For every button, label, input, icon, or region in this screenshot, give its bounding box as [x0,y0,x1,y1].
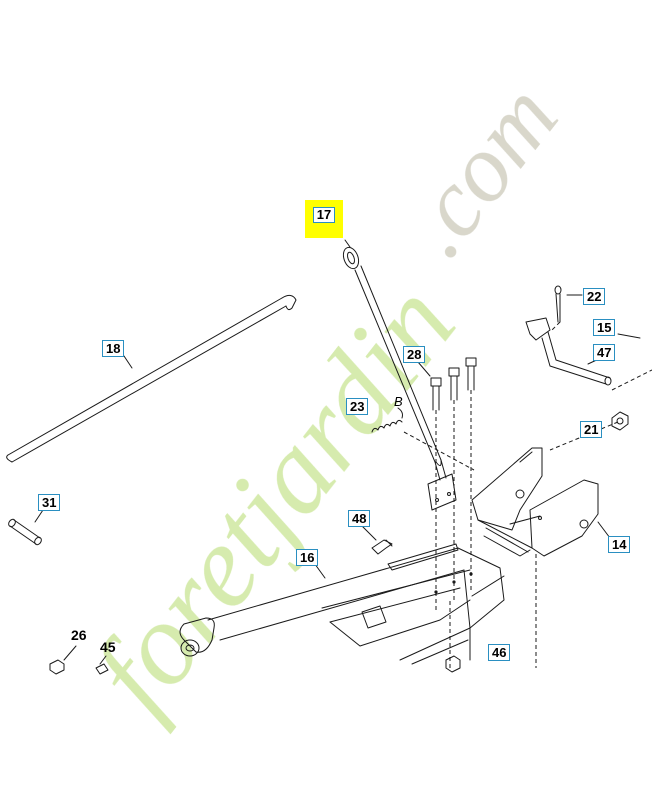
leader-14 [597,521,611,539]
part-label-28[interactable]: 28 [403,346,426,363]
part-label-15[interactable]: 15 [593,319,616,336]
part-26-fitting [49,659,65,675]
spring-b-arrow [397,407,403,419]
part-label-21[interactable]: 21 [580,421,603,438]
watermark: foretjardin .com [67,64,578,736]
part-label-45[interactable]: 45 [100,639,116,655]
part-14-bracket [471,447,599,557]
part-45-fitting [95,663,109,675]
part-48-clip [371,539,393,555]
part-46-fitting [445,655,461,673]
part-label-23[interactable]: 23 [346,398,369,415]
leader-45 [99,655,107,665]
leader-15 [617,333,641,339]
part-label-17[interactable]: 17 [305,200,343,238]
part-28-bolts [430,357,477,411]
reference-letter-b: B [394,394,403,409]
watermark-text-green: foretjardin [67,259,480,736]
leader-31 [34,509,44,523]
leader-18 [123,355,133,369]
watermark-text-gray: .com [380,64,578,275]
part-label-14[interactable]: 14 [608,536,631,553]
part-label-26[interactable]: 26 [71,627,87,643]
part-label-18[interactable]: 18 [102,340,125,357]
part-label-46[interactable]: 46 [488,644,511,661]
part-23-spring [371,419,403,433]
part-21-nut [611,411,629,431]
part-18-rod [6,294,297,463]
part-label-22[interactable]: 22 [583,288,606,305]
frame-holes [434,572,473,594]
part-label-17-text: 17 [312,207,336,223]
part-label-31[interactable]: 31 [38,494,61,511]
assembly-lines [403,321,652,668]
part-label-47[interactable]: 47 [593,344,616,361]
part-22-pin [554,285,562,323]
part-47-rod [525,317,612,386]
part-16-arm [179,543,505,665]
part-label-16[interactable]: 16 [296,549,319,566]
leader-26 [63,645,77,661]
part-31-pin [8,518,42,546]
part-label-48[interactable]: 48 [348,510,371,527]
part-17-lever [342,246,457,511]
leader-48 [361,525,377,541]
leader-28 [417,361,431,377]
leader-17 [344,239,351,248]
